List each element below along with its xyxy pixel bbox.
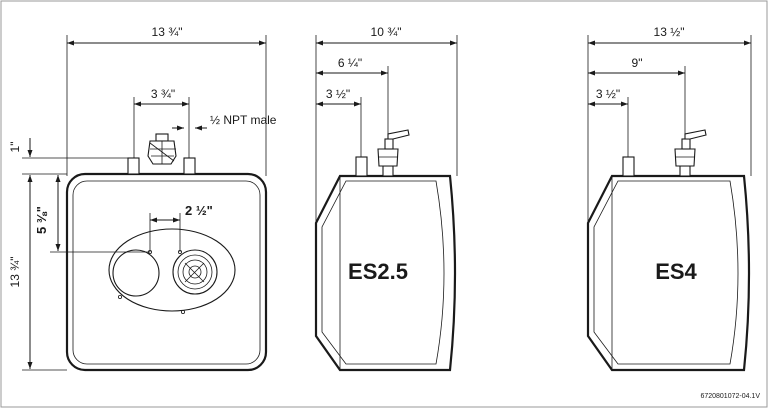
es4-valve-icon <box>674 129 707 167</box>
front-width-label: 13 ¾" <box>152 25 183 39</box>
side-view-es4: 13 ½" 9" 3 ½" ES4 <box>586 25 752 372</box>
center-height-label: 5 ⅜" <box>34 206 49 234</box>
es25-outlet-stem <box>382 165 394 177</box>
top-offset-label: 1" <box>8 142 22 153</box>
es4-inlet-label: 3 ½" <box>596 87 620 101</box>
es25-inlet-pipe <box>355 156 368 177</box>
front-height-label: 13 ¾" <box>8 257 22 288</box>
npt-label: ½ NPT male <box>210 113 277 127</box>
es25-outlet-label: 6 ¼" <box>338 56 362 70</box>
front-tank-inner <box>72 180 261 365</box>
thermostat-knob <box>112 249 160 297</box>
es25-depth-label: 10 ¾" <box>371 25 402 39</box>
side-view-es25: 10 ¾" 6 ¼" 3 ½" ES2.5 <box>314 25 458 372</box>
front-outlet-pipe <box>183 157 196 175</box>
es4-tank-outline <box>586 174 751 372</box>
es4-outlet-label: 9" <box>632 56 643 70</box>
es4-inlet-pipe <box>622 156 635 177</box>
relief-valve-icon <box>147 133 177 165</box>
es4-depth-label: 13 ½" <box>654 25 685 39</box>
es25-tank-outline <box>314 174 457 372</box>
doc-number: 6720801072-04.1V <box>700 393 760 400</box>
center-spacing-label: 2 ½" <box>185 203 213 218</box>
power-indicator-icon <box>172 249 218 295</box>
es25-valve-icon <box>377 129 410 167</box>
es4-outlet-stem <box>679 165 691 177</box>
front-view: 13 ¾" 3 ¾" ½ NPT male 1" 13 ¾" 5 ⅜" 2 ½" <box>8 25 277 372</box>
es25-model-label: ES2.5 <box>348 259 408 284</box>
es4-model-label: ES4 <box>655 259 697 284</box>
es25-inlet-label: 3 ½" <box>326 87 350 101</box>
front-inlet-pipe <box>127 157 140 175</box>
inlet-spacing-label: 3 ¾" <box>151 87 175 101</box>
